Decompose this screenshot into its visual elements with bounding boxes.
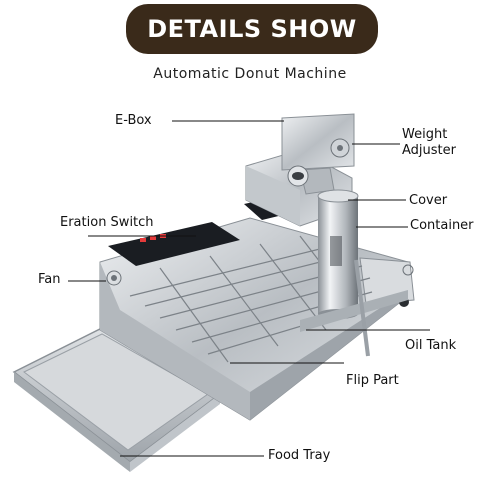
label-oil-tank: Oil Tank [405,338,457,353]
fan-grille [106,270,122,286]
label-cover: Cover [409,193,448,208]
subtitle: Automatic Donut Machine [153,66,347,82]
label-e-box: E-Box [115,113,152,128]
label-container: Container [410,218,474,233]
container [317,189,359,319]
leader-lines [68,120,430,457]
weight-adjuster [287,138,350,187]
title-text: DETAILS SHOW [147,15,357,43]
label-flip-part: Flip Part [346,373,399,388]
label-eration-switch: Eration Switch [60,215,154,230]
title-banner: DETAILS SHOW [126,4,378,54]
oil-tank [300,259,408,357]
label-fan: Fan [38,272,61,287]
label-weight-adjuster: Weight Adjuster [402,127,456,158]
label-food-tray: Food Tray [268,448,331,463]
